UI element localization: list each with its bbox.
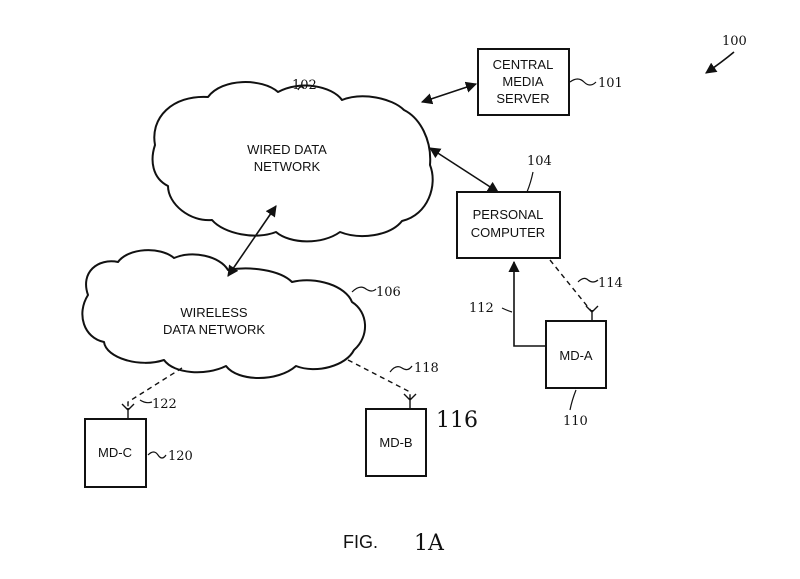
- wired-data-network-cloud: WIRED DATA NETWORK: [151, 81, 434, 243]
- personal-computer-ref: 104: [527, 154, 552, 169]
- wired-link-ref: 112: [469, 301, 494, 316]
- wired-to-personal-computer-link: [429, 147, 499, 193]
- md-b-antenna-icon: [403, 393, 417, 408]
- wired-to-central-server-link: [420, 81, 478, 105]
- pc-to-md-a-wired-link: [508, 260, 545, 347]
- md-c-node: MD-C: [84, 418, 147, 488]
- wired-data-network-ref: 102: [292, 78, 317, 93]
- wireless-data-network-line-2: DATA NETWORK: [163, 322, 265, 337]
- md-b-node: MD-B: [365, 408, 427, 477]
- figure-ref-arrow: [705, 51, 735, 74]
- personal-computer-ref-leader: [526, 171, 534, 193]
- central-media-server-ref: 101: [598, 76, 623, 91]
- wireless-to-md-b-link: [347, 359, 411, 400]
- wireless-link-b-ref: 118: [414, 361, 439, 376]
- wired-data-network-line-1: WIRED DATA: [247, 142, 327, 157]
- md-c-ref-leader: [147, 451, 167, 459]
- central-media-server-line-2: MEDIA: [502, 74, 544, 89]
- central-media-server-line-1: CENTRAL: [493, 57, 554, 72]
- figure-caption-prefix: FIG.: [343, 532, 378, 552]
- md-c-antenna-icon: [121, 403, 135, 418]
- wireless-link-c-ref-leader: [139, 399, 153, 404]
- wireless-data-network-ref: 106: [376, 285, 401, 300]
- personal-computer-line-2: COMPUTER: [471, 225, 545, 240]
- md-c-label: MD-C: [98, 445, 132, 460]
- wireless-link-a-ref: 114: [598, 276, 623, 291]
- wired-to-wireless-link: [227, 205, 277, 277]
- md-a-label: MD-A: [559, 348, 593, 363]
- personal-computer-line-1: PERSONAL: [473, 207, 544, 222]
- md-b-ref: 116: [436, 408, 478, 433]
- md-a-ref: 110: [563, 414, 588, 429]
- wired-data-network-ref-leader: [297, 86, 305, 91]
- central-media-server-line-3: SERVER: [496, 91, 549, 106]
- central-media-server-ref-leader: [569, 78, 597, 86]
- md-b-label: MD-B: [379, 435, 412, 450]
- md-a-antenna-icon: [585, 305, 599, 320]
- md-c-ref: 120: [168, 449, 193, 464]
- wireless-link-a-ref-leader: [577, 277, 599, 283]
- wireless-link-c-ref: 122: [152, 397, 177, 412]
- pc-to-md-a-wireless-link: [549, 259, 593, 313]
- personal-computer-node: PERSONAL COMPUTER: [456, 191, 561, 259]
- wireless-data-network-line-1: WIRELESS: [180, 305, 248, 320]
- wireless-to-md-c-link: [127, 367, 183, 410]
- figure-ref-label: 100: [722, 34, 747, 49]
- md-a-ref-leader: [569, 389, 577, 411]
- wireless-data-network-ref-leader: [351, 286, 377, 293]
- central-media-server-node: CENTRAL MEDIA SERVER: [477, 48, 570, 116]
- wireless-link-b-ref-leader: [389, 365, 413, 373]
- md-a-node: MD-A: [545, 320, 607, 389]
- wireless-data-network-cloud: WIRELESS DATA NETWORK: [81, 249, 367, 379]
- wired-link-ref-leader: [501, 307, 513, 313]
- figure-caption-number: 1A: [414, 531, 445, 556]
- wired-data-network-line-2: NETWORK: [254, 159, 321, 174]
